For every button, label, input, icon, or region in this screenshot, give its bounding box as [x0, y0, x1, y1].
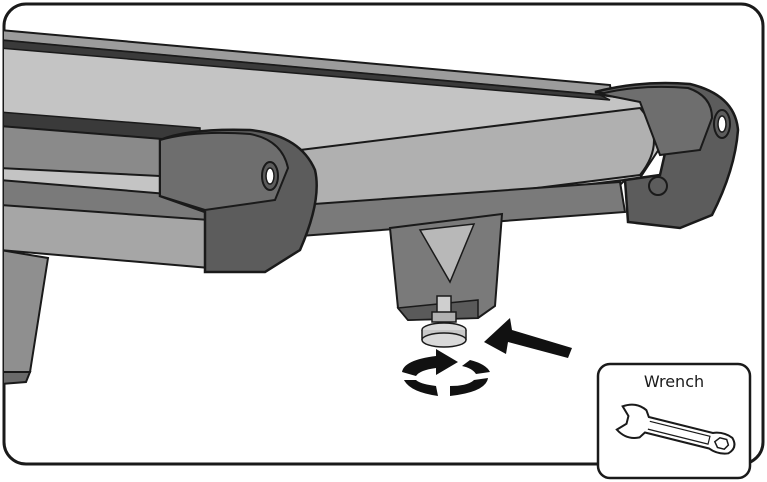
tool-callout-label: Wrench — [602, 372, 746, 391]
